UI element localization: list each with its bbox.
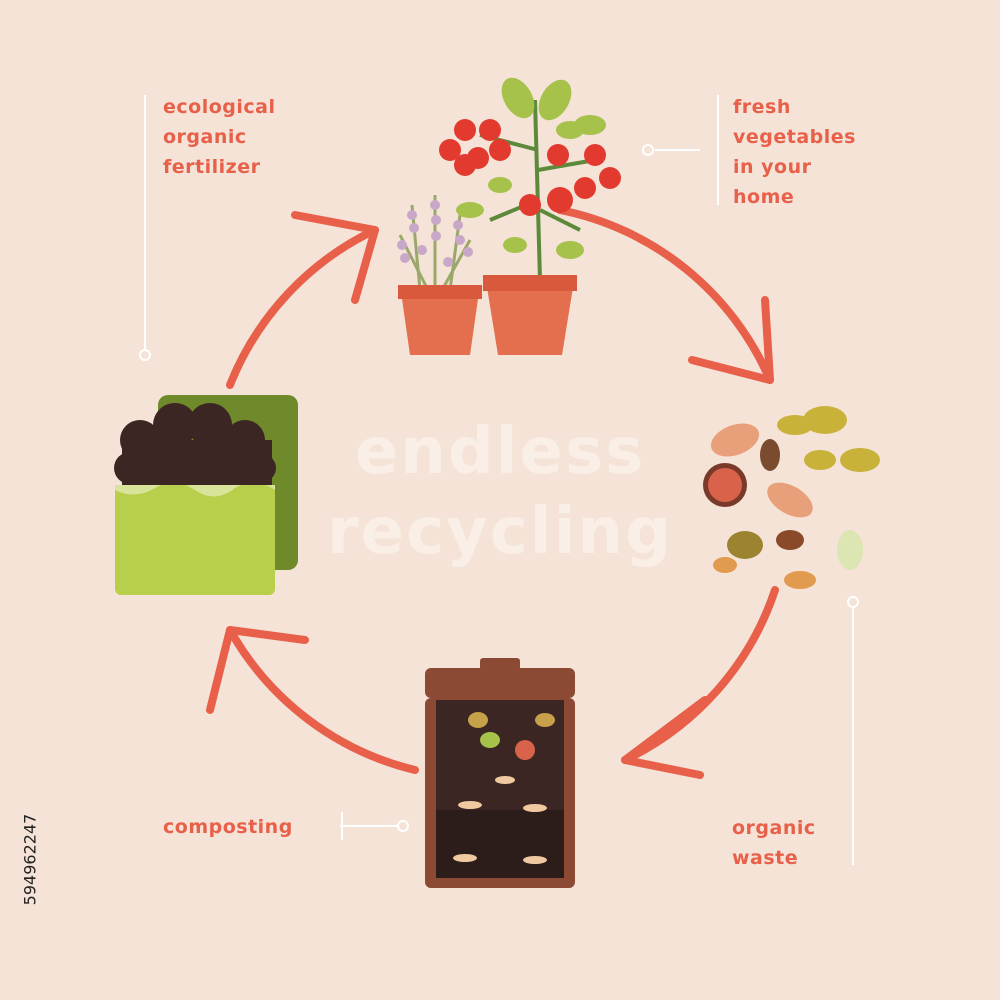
cycle-arrows <box>226 206 779 774</box>
label-organic-waste: organic waste <box>732 817 816 869</box>
title-line-1: endless <box>354 415 646 489</box>
fertilizer-bag <box>114 395 298 595</box>
label-connectors <box>139 95 859 865</box>
arc-left <box>226 226 379 389</box>
organic-waste-pile <box>703 406 880 589</box>
label-composting: composting <box>163 816 293 838</box>
tomato-leaves <box>456 77 606 259</box>
arc-bottom-left <box>226 626 419 774</box>
lavender-flowers <box>397 200 473 267</box>
arrowhead-fertilizer <box>206 626 309 714</box>
compost-bin <box>425 658 575 888</box>
tomatoes <box>439 119 621 216</box>
arrowhead-waste <box>688 296 774 384</box>
arrowhead-composting <box>621 696 709 779</box>
label-ecological-organic-fertilizer: ecological organic fertilizer <box>163 96 276 178</box>
lavender-pot <box>400 285 480 355</box>
arrowhead-vegetables <box>291 211 379 304</box>
title-line-2: recycling <box>327 495 673 569</box>
tomato-pot <box>485 275 575 355</box>
arc-right <box>621 586 779 764</box>
arc-top-right <box>556 206 774 384</box>
stock-id: 594962247 <box>20 813 40 906</box>
label-fresh-vegetables: fresh vegetables in your home <box>733 96 856 208</box>
arrowheads <box>206 211 774 779</box>
potted-plants <box>397 77 621 355</box>
